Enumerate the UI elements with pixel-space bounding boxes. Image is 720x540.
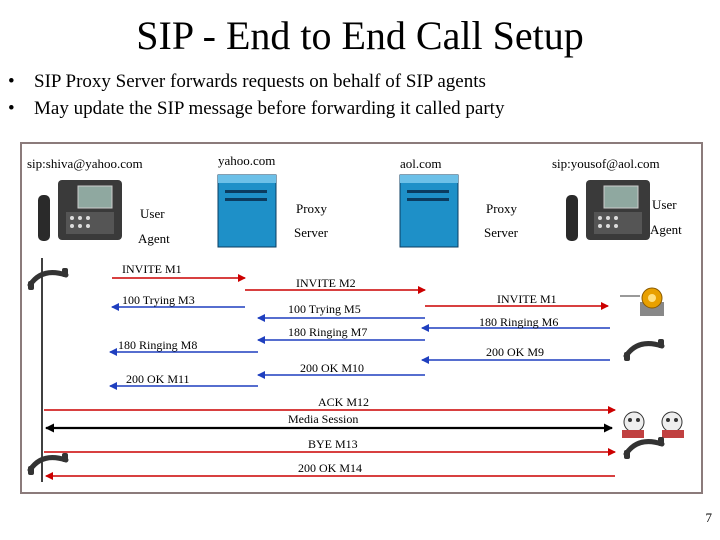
invite-m1-label: INVITE M1 [122,262,182,276]
bullet-icon: • [8,71,15,92]
caller-phone-icon [38,180,122,241]
callee-ringing-bell-icon [620,287,664,316]
trying-m3-label: 100 Trying M3 [122,293,195,307]
diagram-frame [20,142,703,494]
aol-proxy-server-icon [399,174,459,248]
callee-entity-label: Agent [650,222,682,237]
caller-offhook-handset-icon [27,268,69,290]
media-session-label: Media Session [288,412,359,426]
bullet-text: SIP Proxy Server forwards requests on be… [34,71,486,92]
ringing-m7-label: 180 Ringing M7 [288,325,368,339]
talking-users-icon [622,411,684,438]
slide-title: SIP - End to End Call Setup [136,13,584,58]
ack-m12-label: ACK M12 [318,395,370,409]
page-number: 7 [705,510,713,525]
ringing-m6-label: 180 Ringing M6 [479,315,559,329]
proxy1-entity-label: Proxy [296,201,328,216]
bullet-item: • May update the SIP message before forwa… [8,95,504,122]
invite-m2-label: INVITE M2 [296,276,356,290]
bullet-text: May update the SIP message before forwar… [34,98,505,119]
invite-m1-callee-label: INVITE M1 [497,292,557,306]
caller-entity-label: Agent [138,231,170,246]
yahoo-domain-label: yahoo.com [218,153,276,168]
proxy2-entity-label: Proxy [486,201,518,216]
bullet-list: • SIP Proxy Server forwards requests on b… [8,68,504,122]
bullet-icon: • [8,98,15,119]
trying-m5-label: 100 Trying M5 [288,302,361,316]
callee-entity-label: User [652,197,677,212]
caller-hangup-handset-icon [27,453,69,475]
caller-address-label: sip:shiva@yahoo.com [27,156,143,171]
ok-m14-label: 200 OK M14 [298,461,363,475]
caller-entity-label: User [140,206,165,221]
callee-address-label: sip:yousof@aol.com [552,156,660,171]
callee-hangup-handset-icon [623,437,665,459]
yahoo-proxy-server-icon [217,174,277,248]
aol-domain-label: aol.com [400,156,442,171]
callee-phone-icon [566,180,650,241]
proxy1-entity-label: Server [294,225,328,240]
bye-m13-label: BYE M13 [308,437,358,451]
proxy2-entity-label: Server [484,225,518,240]
ringing-m8-label: 180 Ringing M8 [118,338,198,352]
ok-m10-label: 200 OK M10 [300,361,365,375]
ok-m9-label: 200 OK M9 [486,345,545,359]
ok-m11-label: 200 OK M11 [126,372,190,386]
callee-offhook-handset-icon [623,339,665,361]
bullet-item: • SIP Proxy Server forwards requests on b… [8,68,504,95]
